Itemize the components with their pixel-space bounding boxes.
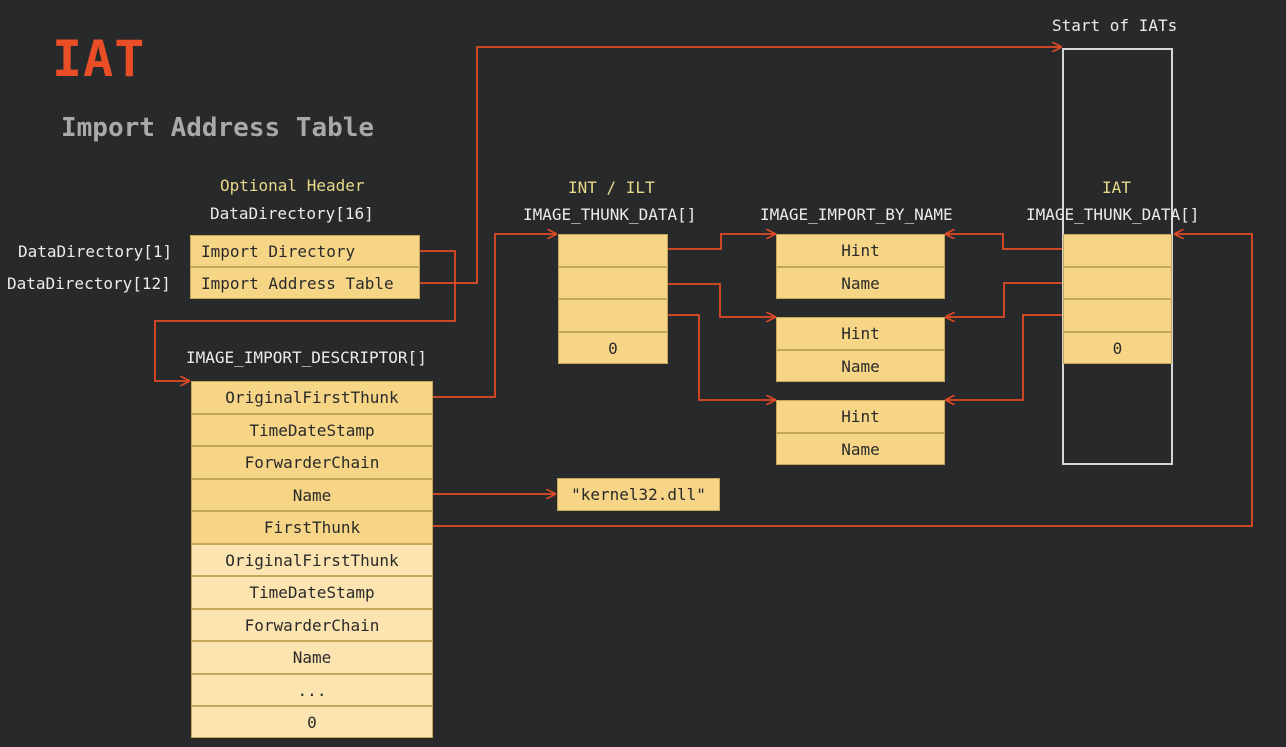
descriptor2-original-first-thunk: OriginalFirstThunk: [191, 544, 433, 576]
ibn-name: Name: [776, 267, 945, 299]
import-address-table-cell: Import Address Table: [190, 267, 420, 299]
int-row-terminator: 0: [558, 332, 668, 364]
page-title: IAT: [52, 30, 146, 88]
iat-row: [1063, 299, 1172, 332]
arrow-firstthunk-to-iat: [433, 234, 1253, 527]
descriptor-original-first-thunk: OriginalFirstThunk: [191, 381, 433, 414]
iat-subtitle: IMAGE_THUNK_DATA[]: [1026, 205, 1200, 224]
descriptor-time-date-stamp: TimeDateStamp: [191, 414, 433, 446]
arrow-int-row1-to-ibn1: [668, 234, 775, 250]
data-directory-label: DataDirectory[16]: [210, 204, 374, 223]
descriptor-name: Name: [191, 479, 433, 511]
dll-name-cell: "kernel32.dll": [557, 478, 720, 511]
ibn-name: Name: [776, 350, 945, 382]
arrow-import-directory-to-descriptor: [154, 250, 456, 381]
ibn-hint: Hint: [776, 234, 945, 267]
arrow-int-row2-to-ibn2: [668, 283, 775, 317]
int-row: [558, 299, 668, 332]
descriptor2-forwarder-chain: ForwarderChain: [191, 609, 433, 641]
optional-header-title: Optional Header: [220, 176, 365, 195]
arrow-iat-row2-to-ibn2: [946, 282, 1062, 317]
arrow-iat-row1-to-ibn1: [946, 234, 1062, 250]
int-row: [558, 234, 668, 267]
descriptor2-name: Name: [191, 641, 433, 674]
descriptor-ellipsis: ...: [191, 674, 433, 706]
descriptor-label: IMAGE_IMPORT_DESCRIPTOR[]: [186, 348, 427, 367]
descriptor-forwarder-chain: ForwarderChain: [191, 446, 433, 479]
arrow-iat-dir-to-iat-start: [420, 47, 1061, 284]
descriptor-first-thunk: FirstThunk: [191, 511, 433, 544]
datadirectory-1-label: DataDirectory[1]: [18, 242, 173, 261]
int-title: INT / ILT: [568, 178, 655, 197]
iat-row: [1063, 267, 1172, 299]
ibn-name: Name: [776, 433, 945, 465]
arrow-iat-row3-to-ibn3: [946, 314, 1062, 400]
int-subtitle: IMAGE_THUNK_DATA[]: [523, 205, 697, 224]
import-directory-cell: Import Directory: [190, 235, 420, 267]
iat-row-terminator: 0: [1063, 332, 1172, 364]
descriptor-terminator: 0: [191, 706, 433, 738]
arrow-int-row3-to-ibn3: [668, 314, 775, 400]
arrow-oft-to-int: [433, 234, 556, 398]
ibn-hint: Hint: [776, 400, 945, 433]
ibn-hint: Hint: [776, 317, 945, 350]
datadirectory-12-label: DataDirectory[12]: [7, 274, 171, 293]
iat-row: [1063, 234, 1172, 267]
iat-title: IAT: [1102, 178, 1131, 197]
int-row: [558, 267, 668, 299]
iat-start-label: Start of IATs: [1052, 16, 1178, 35]
descriptor2-time-date-stamp: TimeDateStamp: [191, 576, 433, 609]
page-subtitle: Import Address Table: [61, 113, 375, 143]
import-by-name-title: IMAGE_IMPORT_BY_NAME: [760, 205, 953, 224]
